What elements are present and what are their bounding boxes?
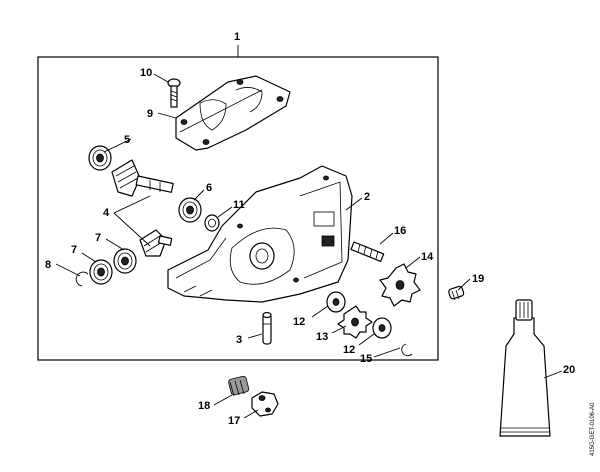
part-3-pin bbox=[262, 311, 272, 345]
part-9-bearing-cover bbox=[175, 75, 291, 151]
part-14-sprocket bbox=[379, 263, 421, 307]
part-7-ball-bearing-a bbox=[113, 248, 137, 274]
part-12-washer-b bbox=[372, 317, 392, 339]
part-7-ball-bearing-b bbox=[89, 259, 113, 285]
part-4-bevel-gear-small bbox=[139, 229, 173, 257]
callout-8: 8 bbox=[45, 259, 51, 271]
part-4-bevel-gear-shaft bbox=[111, 159, 174, 197]
callout-19: 19 bbox=[472, 273, 484, 285]
callout-10: 10 bbox=[140, 67, 152, 79]
part-15-circlip bbox=[401, 343, 413, 357]
callout-3: 3 bbox=[236, 334, 242, 346]
callout-14: 14 bbox=[421, 251, 434, 263]
part-12-washer-a bbox=[326, 291, 346, 313]
callout-7b: 7 bbox=[95, 232, 101, 244]
part-16-stud bbox=[350, 241, 385, 263]
callout-4: 4 bbox=[103, 207, 110, 219]
callout-1: 1 bbox=[234, 31, 240, 43]
callout-6: 6 bbox=[206, 182, 212, 194]
callout-12b: 12 bbox=[343, 344, 355, 356]
callout-17: 17 bbox=[228, 415, 240, 427]
part-13-sprocket bbox=[337, 305, 373, 339]
part-8-circlip bbox=[75, 271, 89, 287]
callout-13: 13 bbox=[316, 331, 328, 343]
callout-15: 15 bbox=[360, 353, 372, 365]
callout-16: 16 bbox=[394, 225, 406, 237]
callout-9: 9 bbox=[147, 108, 153, 120]
part-20-grease-tube bbox=[499, 299, 551, 437]
part-17-fitting bbox=[251, 391, 279, 417]
drawing-code: 415G-GET-0106-A0 bbox=[590, 402, 596, 456]
callout-labels: 1 10 9 5 6 2 4 11 7 16 7 8 14 19 12 3 13… bbox=[45, 31, 575, 427]
leader-lines bbox=[55, 45, 563, 419]
callout-2: 2 bbox=[364, 191, 370, 203]
part-10-screw bbox=[167, 78, 181, 108]
callout-5: 5 bbox=[124, 134, 130, 146]
callout-7a: 7 bbox=[71, 244, 77, 256]
callout-20: 20 bbox=[563, 364, 575, 376]
part-18-spring bbox=[228, 375, 250, 397]
part-6-ball-bearing bbox=[178, 197, 202, 223]
callout-18: 18 bbox=[198, 400, 210, 412]
callout-11: 11 bbox=[233, 199, 245, 211]
part-11-ring bbox=[204, 214, 220, 232]
part-19-plug bbox=[448, 285, 465, 301]
callout-12a: 12 bbox=[293, 316, 305, 328]
part-5-ball-bearing bbox=[88, 145, 112, 171]
part-2-gear-housing bbox=[167, 165, 353, 303]
